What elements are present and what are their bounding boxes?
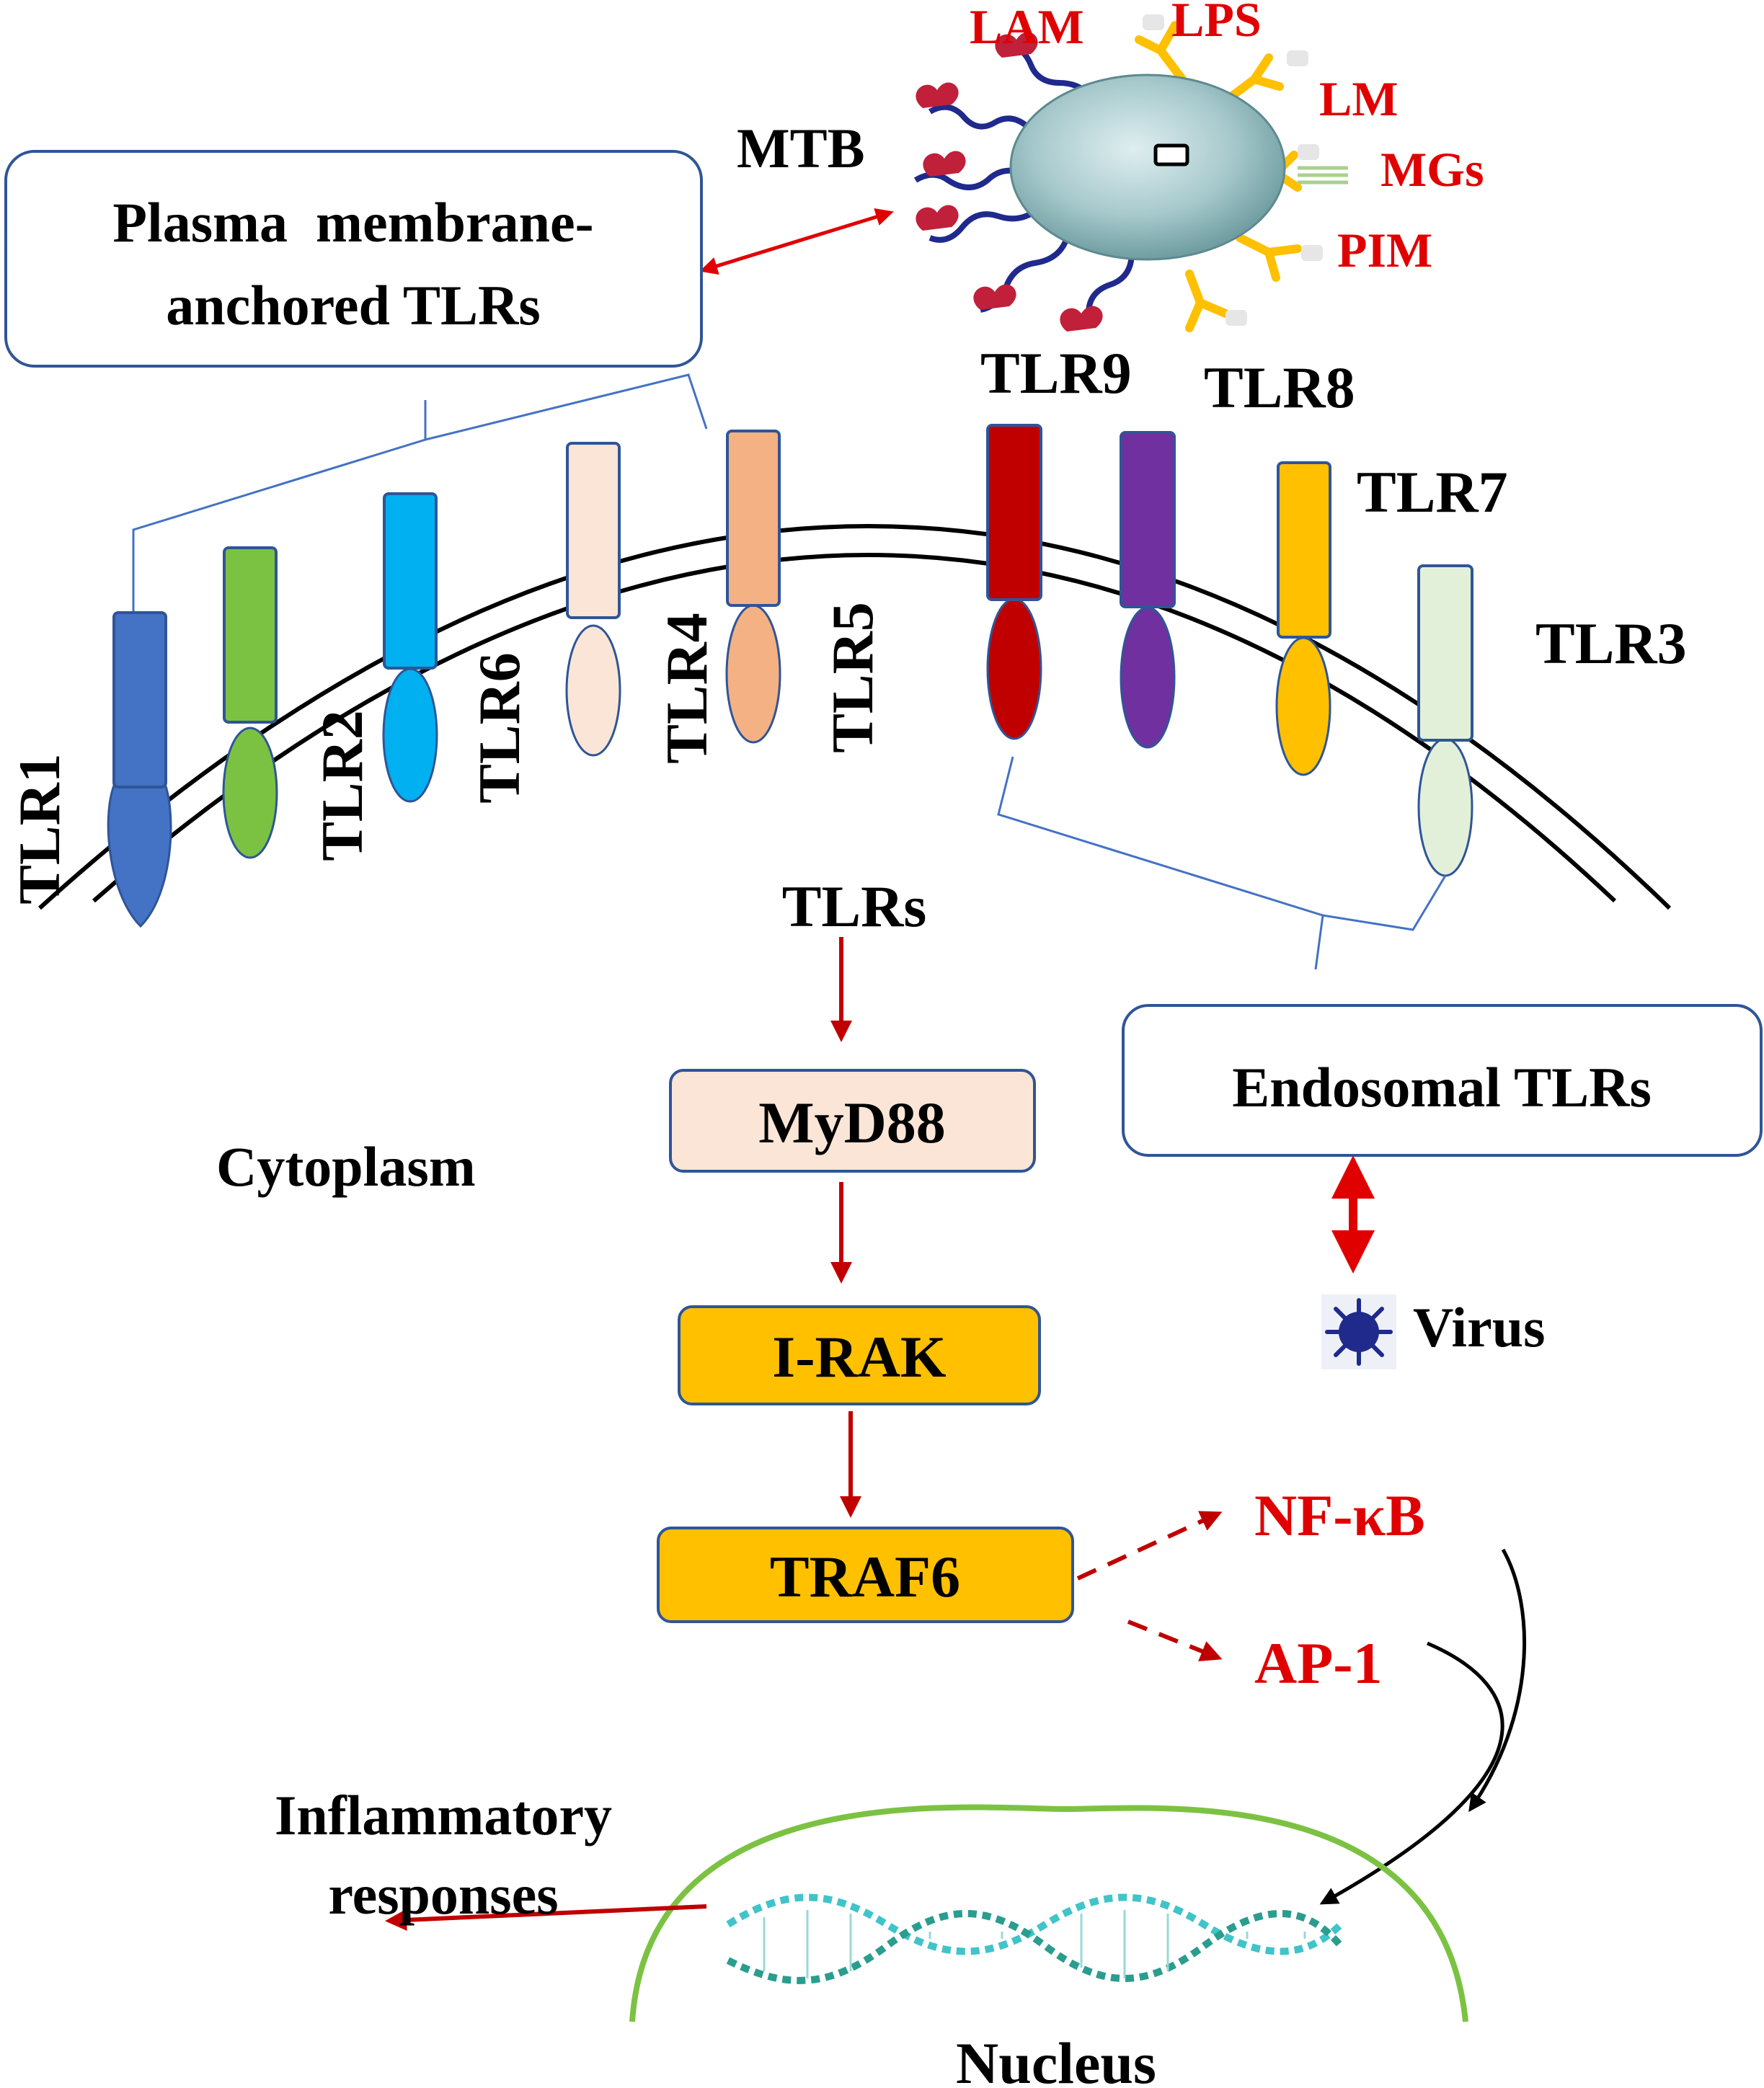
tlr9-label: TLR9 [980,340,1132,406]
endosomal-tlr-group-box [1122,1004,1763,1157]
tlr1-receptor [107,611,172,928]
tlr7-receptor [1275,461,1331,776]
ap1-label: AP-1 [1254,1630,1383,1696]
cytoplasm-label: Cytoplasm [216,1135,476,1198]
ligand-pim-label: PIM [1337,223,1432,277]
dna-helix-icon [726,1893,1344,1984]
inflammatory-label-line1: Inflammatory [275,1784,612,1847]
tlr4-receptor [565,442,621,757]
ligand-mgs-label: MGs [1380,142,1484,197]
tlr4-label: TLR4 [654,613,719,764]
tlr3-label: TLR3 [1535,610,1687,676]
tlr1-label: TLR1 [6,753,72,905]
nfkb-label: NF-κB [1254,1483,1425,1548]
ligand-lps-label: LPS [1171,0,1262,47]
nfkb-to-nucleus-arrow [1468,1548,1527,1813]
mtb-binding-arrow [699,208,894,275]
tlr6-receptor [382,492,438,803]
endosomal-tlr-group-label: Endosomal TLRs [1232,1056,1652,1119]
ligand-lam-label: LAM [970,0,1084,54]
tlr9-receptor [986,424,1042,740]
myd88-box [669,1069,1036,1173]
tlr2-label: TLR2 [309,710,375,861]
tlr8-label: TLR8 [1204,355,1355,420]
tlr8-receptor [1120,431,1176,749]
plasma-tlr-group-box [4,150,703,368]
traf6-to-ap1-arrow [1127,1620,1223,1662]
ap1-to-nucleus-arrow [1319,1641,1504,1905]
virus-icon [1321,1294,1396,1369]
plasma-tlr-group-label-line1: Plasma membrane- [112,191,593,254]
tlr7-label: TLR7 [1357,459,1508,525]
plasma-tlr-bracket [132,373,708,613]
plasma-tlr-group-label-line2: anchored TLRs [166,274,540,337]
tlr5-label: TLR5 [820,602,885,753]
tlrs-pathway-start-label: TLRs [782,874,927,939]
virus-label: Virus [1413,1296,1545,1359]
irak-box [678,1305,1041,1405]
ligand-lm-label: LM [1319,71,1399,126]
plasma-membrane-inner [92,553,1617,903]
tlr6-label: TLR6 [466,652,532,804]
endosomal-tlr-bracket [997,756,1447,970]
traf6-label: TRAF6 [770,1544,960,1609]
tlr2-receptor [222,546,278,859]
mtb-bacterium [913,14,1348,332]
nucleus-to-inflammation-arrow [385,1904,707,1931]
nucleus-label: Nucleus [956,2030,1156,2088]
irak-label: I-RAK [772,1324,947,1390]
mtb-label: MTB [737,117,865,179]
traf6-to-nfkb-arrow [1076,1511,1223,1581]
nuclear-membrane [629,1804,1468,2022]
tlr3-receptor [1417,564,1473,877]
traf6-box [657,1527,1074,1623]
myd88-label: MyD88 [758,1090,946,1155]
inflammatory-label-line2: responses [328,1863,558,1926]
tlr5-receptor [725,430,781,744]
